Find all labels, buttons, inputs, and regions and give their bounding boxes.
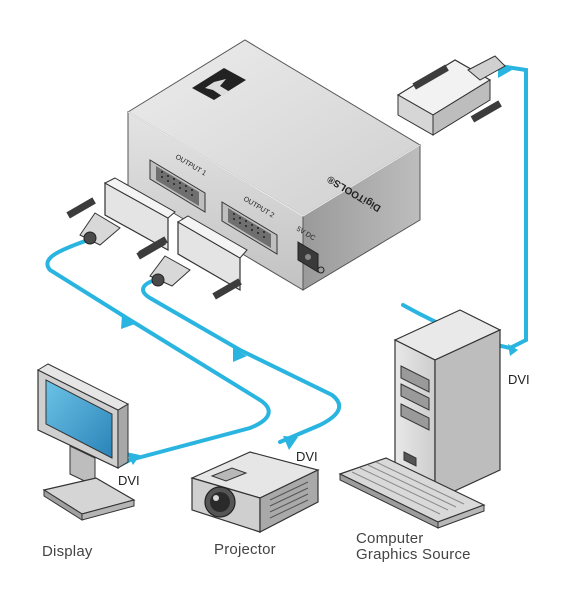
projector-label: Projector	[214, 541, 276, 558]
arrow-icon	[121, 315, 135, 329]
keyboard	[338, 457, 486, 529]
source-cable-label: DVI	[508, 372, 530, 387]
dvi-connector-output-1	[66, 177, 176, 258]
output-1-port	[149, 159, 206, 213]
source-label-line-1: Computer	[356, 530, 424, 547]
display-cable-label: DVI	[118, 473, 140, 488]
dvi-connector-output-2	[136, 215, 248, 300]
source-label-line-2: Graphics Source	[356, 546, 471, 563]
cable-switcher-to-display	[45, 238, 271, 468]
kramer-k-logo-icon	[192, 68, 246, 100]
screen-icon	[45, 379, 113, 459]
dvi-distributor-device: OUTPUT 1 OUTPUT 2 5V DC DigiTOOLS®	[127, 39, 421, 291]
source-label: Computer Graphics Source	[356, 531, 471, 563]
arrow-icon	[283, 436, 298, 450]
projector-cable-label: DVI	[296, 449, 318, 464]
dvi-connector-input	[396, 55, 506, 136]
arrow-icon	[126, 452, 140, 465]
cable-switcher-to-projector	[141, 278, 342, 444]
projector-device	[190, 451, 320, 533]
cable-arrows	[121, 315, 298, 465]
computer-tower	[393, 309, 502, 501]
arrow-icon	[508, 344, 518, 356]
display-label: Display	[42, 543, 93, 560]
power-jack	[297, 241, 325, 274]
display-monitor	[36, 363, 136, 521]
arrow-icon	[233, 348, 247, 362]
output-2-port	[221, 201, 278, 255]
